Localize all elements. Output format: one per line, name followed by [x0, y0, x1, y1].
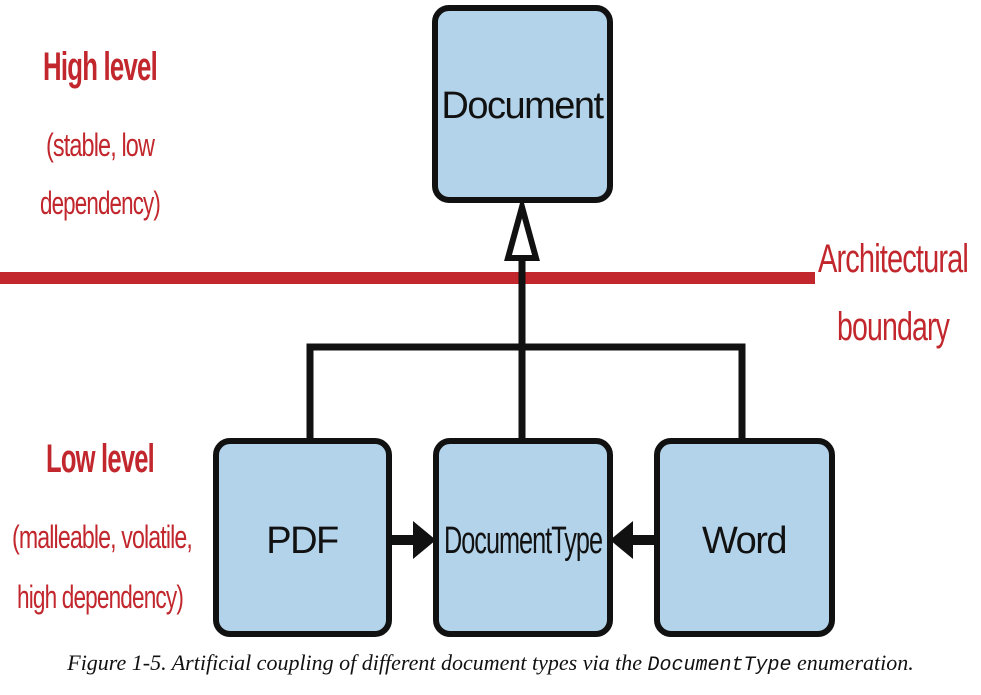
- low-level-desc-line-1: (malleable, volatile,: [12, 519, 192, 555]
- low-level-heading: Low level: [46, 437, 154, 481]
- caption-prefix: Figure 1-5. Artificial coupling of diffe…: [67, 650, 648, 675]
- node-word: Word: [654, 438, 835, 637]
- high-level-desc-line-1: (stable, low: [46, 127, 156, 163]
- architectural-boundary-line: [0, 272, 815, 284]
- boundary-label-line-2: boundary: [837, 305, 950, 349]
- node-document-type: DocumentType: [433, 438, 613, 637]
- caption-suffix: enumeration.: [791, 650, 914, 675]
- node-document-type-label: DocumentType: [444, 520, 602, 562]
- caption-code: DocumentType: [647, 654, 792, 677]
- inheritance-bracket: [306, 343, 746, 440]
- low-level-desc-line-2: high dependency): [17, 579, 183, 615]
- pdf-dependency-arrowhead: [413, 521, 436, 559]
- node-pdf: PDF: [213, 438, 392, 637]
- high-level-heading: High level: [43, 45, 157, 89]
- inheritance-arrowhead: [504, 195, 540, 261]
- word-dependency-arrowhead: [610, 521, 633, 559]
- node-document-label: Document: [441, 85, 604, 127]
- node-word-label: Word: [702, 520, 786, 562]
- boundary-label-line-1: Architectural: [818, 237, 968, 281]
- node-pdf-label: PDF: [266, 520, 338, 562]
- figure-caption: Figure 1-5. Artificial coupling of diffe…: [0, 650, 981, 677]
- high-level-desc-line-2: dependency): [40, 185, 160, 221]
- node-document: Document: [432, 5, 613, 203]
